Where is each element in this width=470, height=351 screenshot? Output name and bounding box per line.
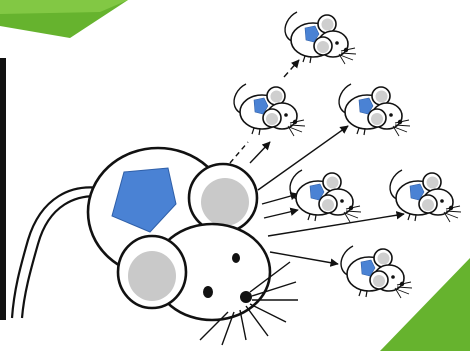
source-mouse-icon [12, 148, 298, 345]
recipient-mice [234, 12, 461, 298]
recipient-mouse-r4-icon [290, 170, 361, 222]
recipient-mouse-r1-icon [285, 12, 356, 64]
arrow-source-to-r6 [270, 252, 338, 264]
left-edge-bar [0, 58, 6, 320]
arrow-source-to-r4-lower [264, 210, 298, 218]
arrow-source-to-r3 [250, 142, 270, 163]
arrow-source-to-r5 [268, 214, 404, 236]
arrow-r3-to-r1 [284, 60, 299, 77]
recipient-mouse-r2-icon [234, 84, 305, 136]
arrow-source-to-r3-dashed [230, 142, 248, 163]
recipient-mouse-r6-icon [341, 246, 412, 298]
recipient-mouse-r3-icon [339, 84, 410, 136]
